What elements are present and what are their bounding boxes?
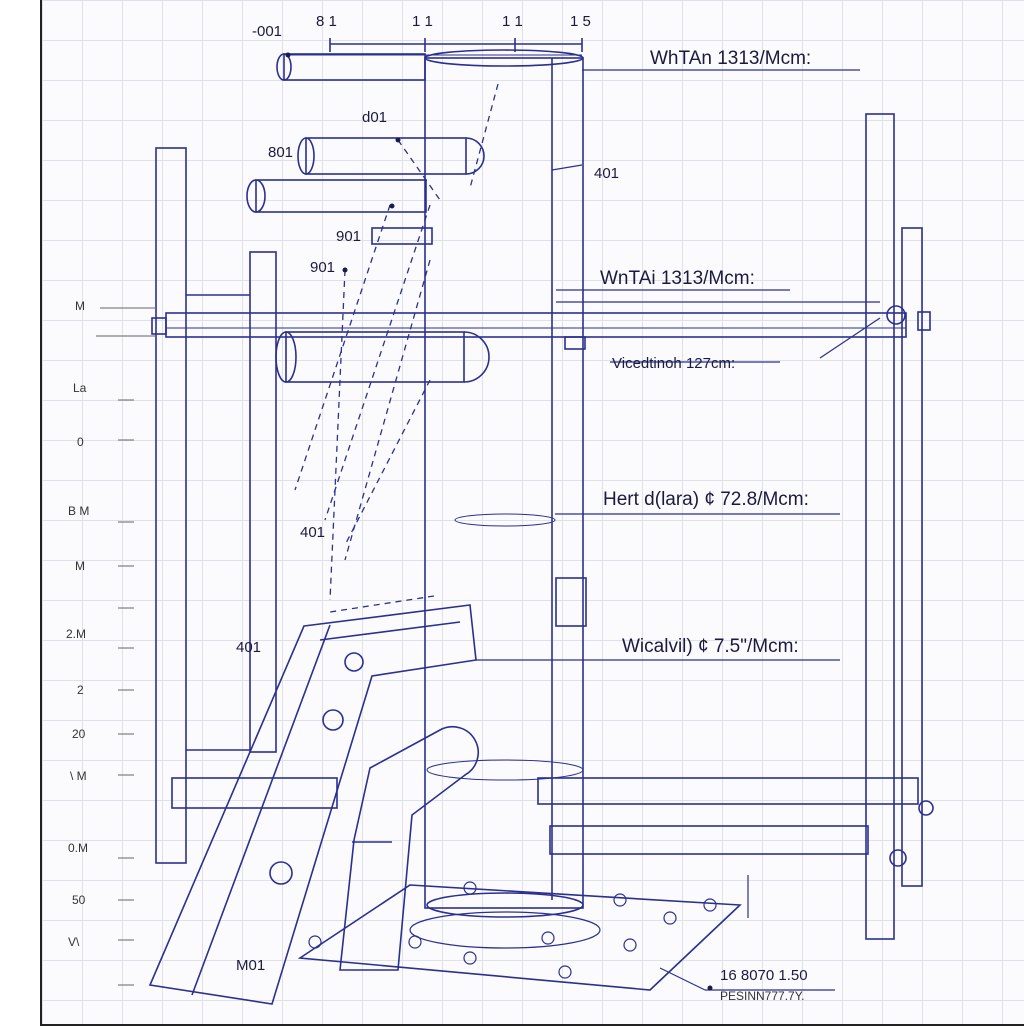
callout-2: WnTAi 1313/Mcm: <box>600 268 755 289</box>
leg-assembly <box>148 604 480 1005</box>
base-plate <box>297 881 742 991</box>
scale-label-12: V\ <box>68 935 80 949</box>
peg-label-4: 901 <box>336 228 361 245</box>
corner-note-line1: 16 8070 1.50 <box>720 967 808 984</box>
top-dimension-line <box>290 38 583 56</box>
scale-label-11: 50 <box>72 893 86 907</box>
scale-label-6: 2.M <box>66 627 86 641</box>
peg-label-5: 901 <box>310 259 335 276</box>
central-trunk <box>424 49 587 909</box>
scale-label-2: La <box>73 381 87 395</box>
top-dim-label-4: 1 5 <box>570 13 591 30</box>
scale-label-5: M <box>75 559 85 573</box>
callout-4: Hert d(lara) ¢ 72.8/Mcm: <box>603 489 809 510</box>
peg-label-2: 801 <box>268 144 293 161</box>
middle-peg <box>275 331 490 383</box>
callout-3: Vicedtinoh 127cm: <box>612 355 735 372</box>
scale-label-1: M <box>75 299 85 313</box>
callout-5: Wicalvil) ¢ 7.5"/Mcm: <box>622 636 799 657</box>
scale-label-9: \ M <box>70 769 87 783</box>
construction-lines <box>294 83 499 613</box>
scale-label-4: B M <box>68 504 89 518</box>
left-scale-ticks <box>96 307 156 986</box>
right-frame <box>537 113 934 940</box>
upper-pegs <box>246 53 485 245</box>
top-dim-label-1: 8 1 <box>316 13 337 30</box>
corner-note-line2: PESINN777.7Y. <box>720 989 805 1003</box>
callout-1: WhTAn 1313/Mcm: <box>650 48 811 69</box>
scale-label-7: 2 <box>77 683 84 697</box>
leader-lines <box>476 69 881 991</box>
peg-label-3: 401 <box>594 165 619 182</box>
top-dim-label-2: 1 1 <box>412 13 433 30</box>
peg-label-6: 401 <box>300 524 325 541</box>
label-dots <box>285 52 713 991</box>
peg-label-7: 401 <box>236 639 261 656</box>
top-dim-label-3: 1 1 <box>502 13 523 30</box>
peg-label-8: M01 <box>236 957 265 974</box>
top-left-dim-label: -001 <box>252 23 282 40</box>
scale-label-8: 20 <box>72 727 86 741</box>
cross-beam <box>151 312 907 350</box>
scale-label-10: 0.M <box>68 841 88 855</box>
peg-label-1: d01 <box>362 109 387 126</box>
scale-label-3: 0 <box>77 435 84 449</box>
left-frame <box>155 147 338 864</box>
